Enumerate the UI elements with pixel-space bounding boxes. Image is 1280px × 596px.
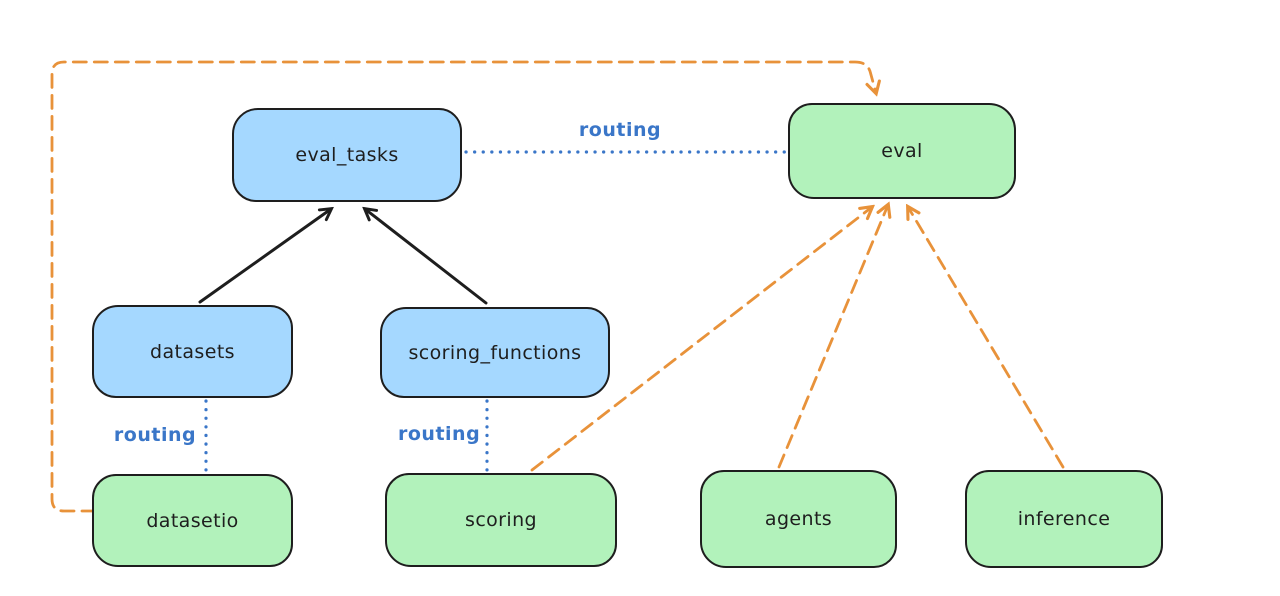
node-datasets-label: datasets: [150, 340, 235, 363]
node-datasetio: datasetio: [92, 474, 293, 567]
edge-datasets-to-eval-tasks: [198, 209, 331, 304]
routing-label-scoring-functions-scoring: routing: [398, 423, 481, 445]
node-inference: inference: [965, 470, 1163, 568]
node-scoring-functions-label: scoring_functions: [408, 341, 582, 364]
edge-scoring-to-eval: [530, 207, 872, 472]
node-agents-label: agents: [764, 508, 833, 530]
node-scoring-label: scoring: [465, 509, 537, 531]
node-datasets: datasets: [92, 305, 293, 398]
edge-agents-to-eval: [777, 205, 888, 469]
node-scoring: scoring: [385, 473, 617, 567]
node-eval-tasks-label: eval_tasks: [295, 144, 399, 166]
edge-datasetio-to-eval-loop: [50, 60, 876, 513]
edge-scoring-functions-to-eval-tasks: [365, 209, 488, 305]
node-agents: agents: [700, 470, 897, 568]
node-eval-tasks: eval_tasks: [232, 108, 462, 202]
routing-label-eval-tasks-eval: routing: [578, 119, 662, 141]
edge-inference-to-eval: [908, 207, 1065, 469]
node-inference-label: inference: [1017, 508, 1111, 530]
node-datasetio-label: datasetio: [146, 509, 239, 532]
routing-label-datasets-datasetio: routing: [113, 424, 197, 446]
node-eval-label: eval: [881, 140, 923, 162]
node-scoring-functions: scoring_functions: [380, 307, 610, 398]
node-eval: eval: [788, 103, 1016, 199]
